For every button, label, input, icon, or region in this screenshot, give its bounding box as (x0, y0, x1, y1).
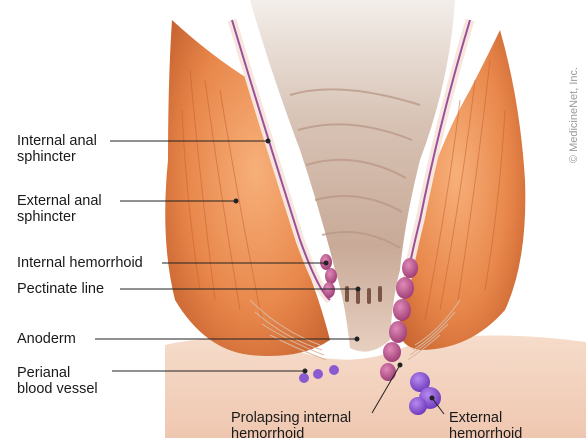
label-prolapsing-internal-hemorrhoid: Prolapsing internal hemorrhoid (231, 410, 351, 438)
label-line: sphincter (17, 209, 102, 225)
perianal-skin (165, 335, 586, 438)
label-line: External (449, 410, 522, 426)
label-internal-anal-sphincter: Internal anal sphincter (17, 133, 97, 165)
label-line: Perianal (17, 365, 98, 381)
label-external-hemorrhoid: External hemorrhoid (449, 410, 522, 438)
label-external-anal-sphincter: External anal sphincter (17, 193, 102, 225)
label-line: Internal anal (17, 133, 97, 149)
label-line: sphincter (17, 149, 97, 165)
copyright-text: © MedicineNet, Inc. (568, 67, 580, 163)
label-line: hemorrhoid (231, 426, 351, 438)
label-perianal-blood-vessel: Perianal blood vessel (17, 365, 98, 397)
label-line: blood vessel (17, 381, 98, 397)
copyright-notice: © MedicineNet, Inc. (564, 30, 584, 200)
label-anoderm: Anoderm (17, 331, 76, 347)
label-line: hemorrhoid (449, 426, 522, 438)
label-line: Prolapsing internal (231, 410, 351, 426)
label-internal-hemorrhoid: Internal hemorrhoid (17, 255, 143, 271)
label-line: External anal (17, 193, 102, 209)
label-pectinate-line: Pectinate line (17, 281, 104, 297)
